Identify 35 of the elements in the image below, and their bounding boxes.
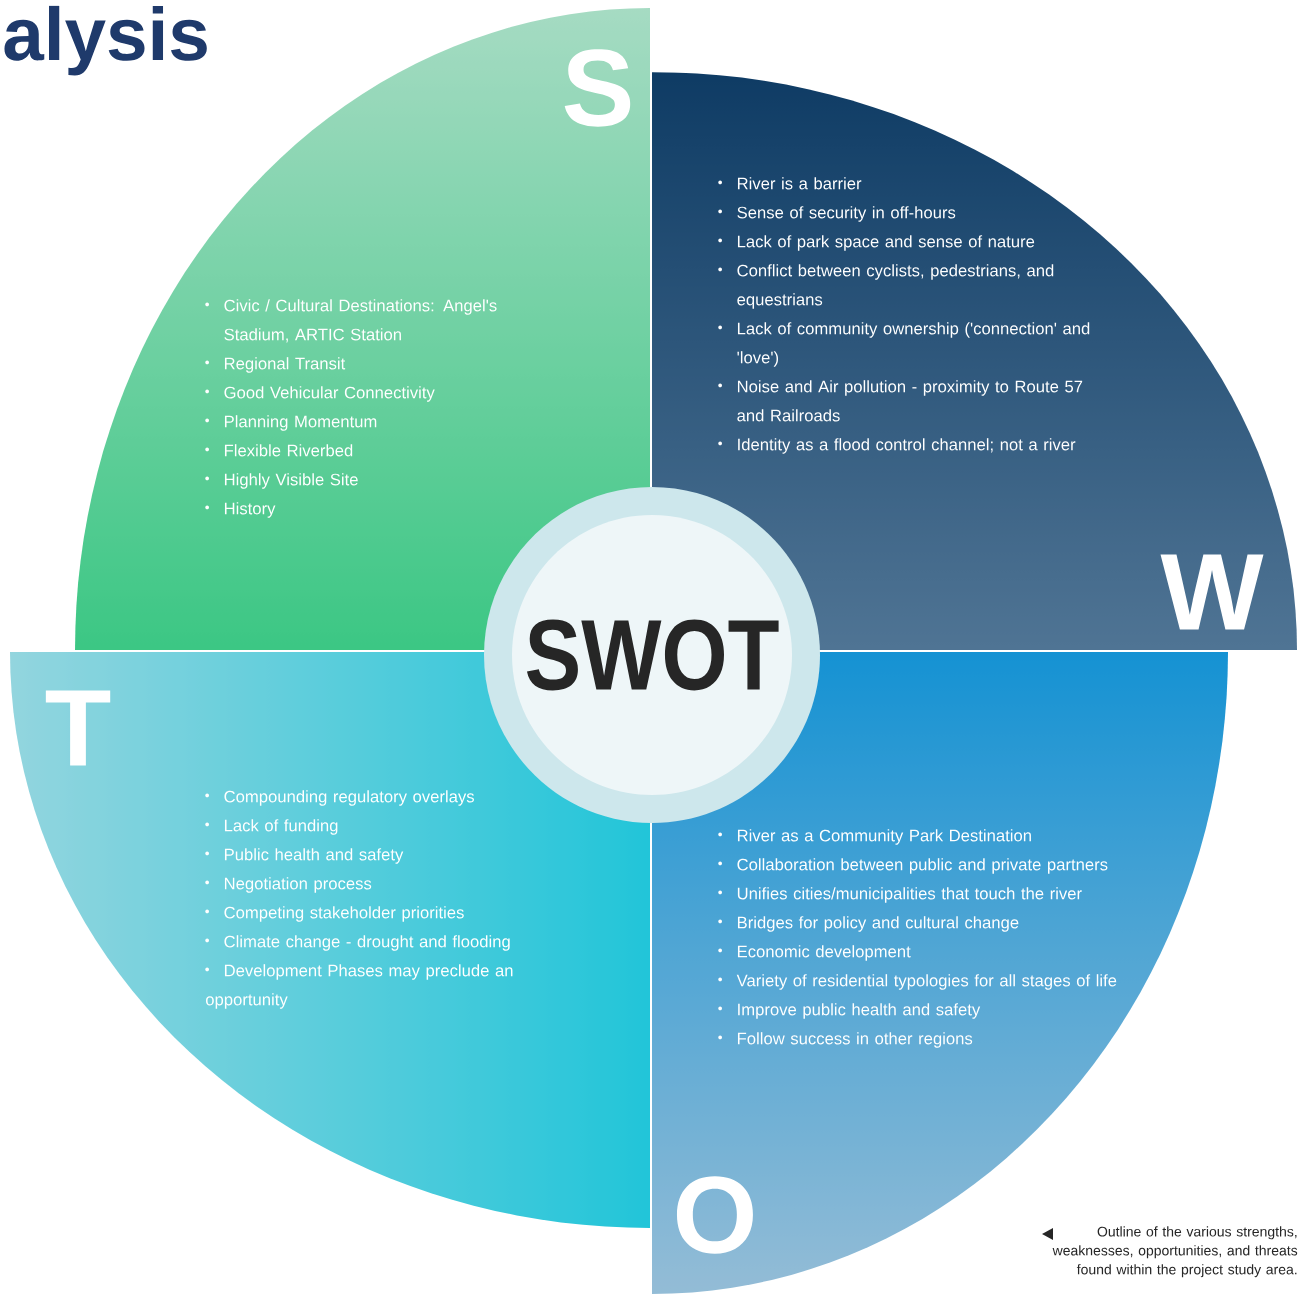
- quadrant-letter: O: [676, 1176, 753, 1254]
- node-label: Sense of security in off-hours: [737, 206, 956, 222]
- node-label: Climate change - drought and flooding: [224, 935, 510, 951]
- node-label: Economic development: [737, 945, 911, 961]
- heading: alysis: [4, 5, 207, 76]
- node-label: Public health and safety: [224, 848, 404, 864]
- node-label: Development Phases may preclude an opportunity: [205, 964, 513, 1009]
- node-label: River as a Community Park Destination: [737, 829, 1031, 845]
- quadrant-letter: T: [45, 690, 111, 766]
- node-label: Unifies cities/municipalities that touch the river: [737, 887, 1082, 903]
- node-label: Conflict between cyclists, pedestrians, and equestrians: [737, 264, 1054, 309]
- node-label: History: [224, 502, 276, 518]
- quadrant-letter: W: [1160, 554, 1264, 630]
- node-label: Good Vehicular Connectivity: [224, 386, 435, 402]
- node-label: Flexible Riverbed: [224, 444, 353, 457]
- node-label: Highly Visible Site: [224, 473, 358, 489]
- node-label: Lack of community ownership ('connection' and 'love'): [737, 322, 1090, 367]
- node-label: Bridges for policy and cultural change: [737, 916, 1019, 932]
- caption: Outline of the various strengths, weaknesses, opportunities, and threats found within the project study area.: [1052, 1226, 1298, 1278]
- node-label: Collaboration between public and private partners: [737, 858, 1108, 874]
- node-label: Lack of park space and sense of nature: [737, 235, 1035, 251]
- node-label: Planning Momentum: [224, 415, 377, 431]
- node-label: Noise and Air pollution - proximity to Route 57 and Railroads: [737, 380, 1083, 422]
- node-label: Civic / Cultural Destinations: Angel's Stadium, ARTIC Station: [224, 299, 497, 343]
- node-label: Compounding regulatory overlays: [224, 790, 475, 806]
- quadrant-letter: S: [564, 49, 631, 127]
- node-label: Improve public health and safety: [738, 1003, 981, 1019]
- node-label: Competing stakeholder priorities: [224, 906, 464, 922]
- node-label: River is a barrier: [737, 177, 862, 190]
- node-label: Follow success in other regions: [737, 1032, 973, 1048]
- node-label: Variety of residential typologies for all stages of life: [736, 974, 1117, 990]
- node-label: Negotiation process: [224, 877, 372, 893]
- node-label: Identity as a flood control channel; not a river: [738, 438, 1076, 454]
- node-label: Regional Transit: [224, 357, 346, 373]
- node-label: Lack of funding: [224, 819, 338, 835]
